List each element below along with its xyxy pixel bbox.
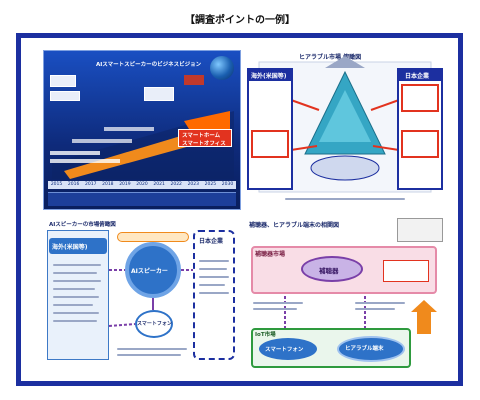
ai-speaker-label: AIスピーカー (131, 268, 168, 275)
hearable-node (337, 336, 405, 362)
caption-line (285, 198, 405, 200)
overseas-title: 海外(米国等) (251, 73, 287, 80)
year-label: 2030 (221, 182, 234, 187)
company-list-line (53, 288, 95, 290)
globe-icon (210, 56, 234, 80)
panel-hearing-aid-correlation: 補聴器、ヒアラブル端末の相関図 補聴器市場 補聴器 IoT市場 スマートフォン … (245, 216, 445, 374)
panel1-footer-band (48, 192, 236, 206)
company-list-line (53, 312, 99, 314)
japan-list-line (199, 276, 229, 278)
japan-list-line (199, 268, 227, 270)
japan-red-box (401, 130, 439, 158)
year-label: 2025 (204, 182, 217, 187)
year-label: 2019 (119, 182, 131, 187)
ai-speaker-center (125, 242, 181, 298)
panel2-heading: ヒアラブル市場 俯瞰図 (299, 54, 362, 61)
annotation-line (355, 302, 405, 304)
footnote-line (117, 348, 187, 350)
smartphone-node (135, 310, 173, 338)
japan-list-line (199, 284, 225, 286)
overseas-title-bar (49, 238, 107, 254)
overseas-column (247, 68, 293, 190)
annotation-line (355, 308, 395, 310)
year-label: 2018 (102, 182, 114, 187)
arrow-label-smart-office: スマートオフィス (182, 141, 226, 147)
device-thumbnail (397, 218, 443, 242)
footnote-line (117, 354, 181, 356)
annotation-line (253, 302, 303, 304)
company-list-line (53, 320, 97, 322)
panel1-heading: AIスマートスピーカーのビジネスビジョン (96, 62, 202, 68)
page-title: 【調査ポイントの一例】 (185, 15, 295, 26)
japan-red-box (401, 84, 439, 112)
device-card-3 (144, 87, 174, 101)
japan-column (397, 68, 443, 190)
japan-title: 日本企業 (405, 73, 430, 80)
panel4-heading: 補聴器、ヒアラブル端末の相関図 (249, 222, 340, 229)
figure-frame: AIスマートスピーカーのビジネスビジョン スマートホーム スマートオフィス 20… (16, 33, 463, 386)
hearing-aid-oval (301, 256, 363, 282)
year-row: 2015 2016 2017 2018 2019 2020 2021 2022 … (48, 181, 236, 189)
hearing-aid-label: 補聴器 (319, 267, 339, 275)
year-label: 2021 (153, 182, 165, 187)
smartphone-node (259, 338, 317, 360)
company-list-line (53, 280, 101, 282)
panel3-heading: AIスピーカーの市場俯瞰図 (49, 222, 116, 228)
japan-list-line (199, 260, 229, 262)
device-card-4 (184, 75, 204, 85)
year-label: 2020 (136, 182, 148, 187)
year-label: 2023 (187, 182, 200, 187)
japan-list-line (199, 292, 229, 294)
year-label: 2015 (50, 182, 63, 187)
japan-block (193, 230, 235, 360)
overseas-title: 海外(米国等) (52, 244, 88, 251)
panel3-arrows (108, 269, 193, 327)
company-list-line (53, 264, 101, 266)
hearable-label: ヒアラブル端末 (345, 346, 384, 352)
store-box (117, 232, 189, 242)
company-list-line (53, 304, 93, 306)
device-card-1 (50, 75, 76, 87)
overseas-title-bar (248, 69, 292, 81)
hearing-aid-market-label: 補聴器市場 (255, 251, 286, 258)
device-card-2 (50, 91, 80, 101)
annotation-line (253, 308, 297, 310)
panel-hearable-overview: ヒアラブル市場 俯瞰図 海外(米国等) 日本企業 (245, 50, 445, 208)
smartphone-label: スマートフォン (265, 347, 304, 353)
arrow-label-smart-home: スマートホーム (182, 133, 221, 139)
overseas-red-box (251, 130, 289, 158)
iot-market-label: IoT市場 (255, 332, 276, 338)
smart-home-callout (178, 129, 232, 147)
year-label: 2016 (67, 182, 80, 187)
year-label: 2017 (85, 182, 97, 187)
company-list-line (53, 272, 97, 274)
japan-title-bar (398, 69, 442, 81)
year-label: 2022 (170, 182, 182, 187)
company-list-line (53, 296, 99, 298)
panel4-arrows (284, 296, 437, 334)
smartphone-label: スマートフォン (137, 321, 172, 327)
panel-ai-speaker-market: AIスピーカーの市場俯瞰図 海外(米国等) 日本企業 AIスピーカー スマートフ… (43, 216, 239, 374)
callout-box (383, 260, 429, 282)
panel-ai-speaker-vision: AIスマートスピーカーのビジネスビジョン スマートホーム スマートオフィス 20… (43, 50, 241, 210)
japan-title: 日本企業 (199, 238, 224, 245)
